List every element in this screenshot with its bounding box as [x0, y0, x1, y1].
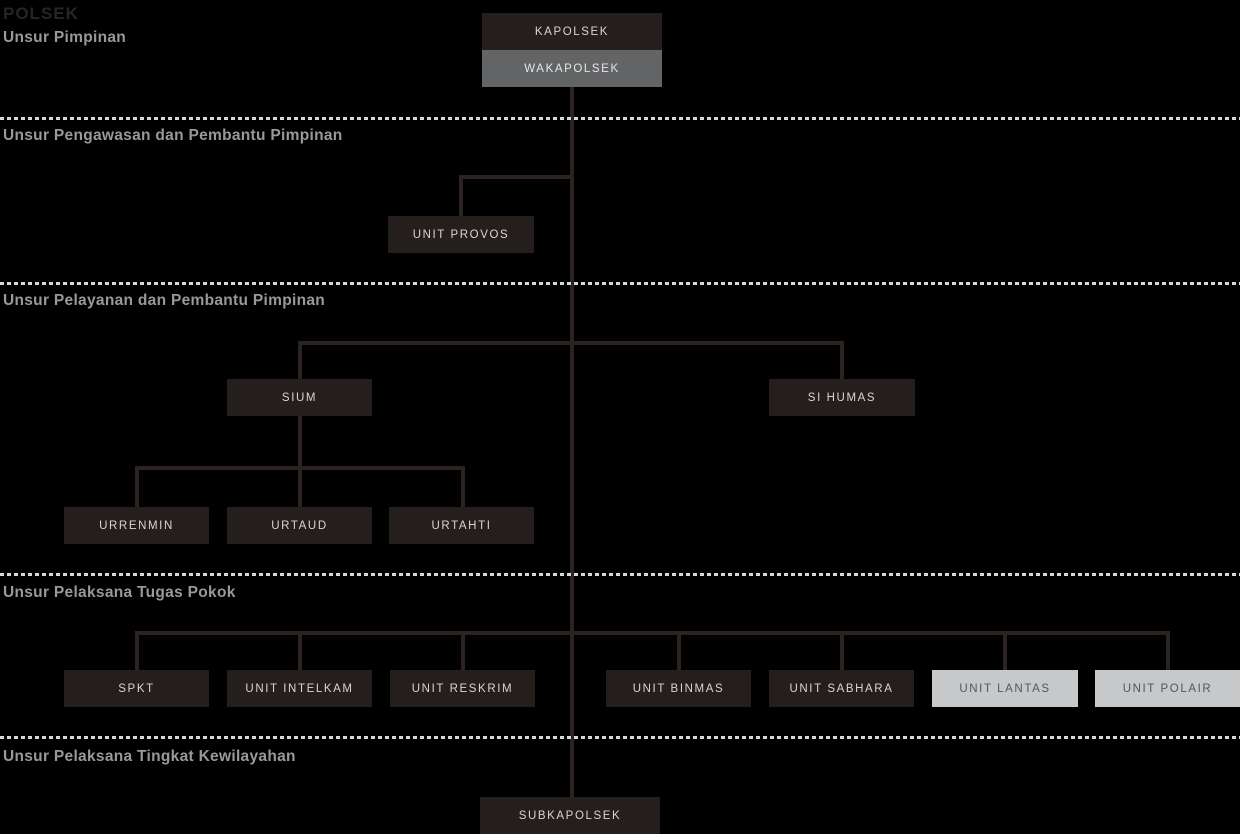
connector-reskrim-drop: [461, 631, 465, 670]
connector-units-horizontal: [135, 631, 1170, 635]
section-divider: [0, 736, 1240, 739]
connector-sium-children-stem: [298, 416, 302, 470]
org-node-urrenmin: URRENMIN: [64, 507, 209, 544]
org-node-urtahti: URTAHTI: [389, 507, 534, 544]
org-node-unit-binmas: UNIT BINMAS: [606, 670, 751, 707]
chart-title: POLSEK: [3, 4, 79, 23]
connector-main-trunk: [570, 87, 574, 797]
connector-sium-drop: [298, 341, 302, 379]
org-node-unit-intelkam: UNIT INTELKAM: [227, 670, 372, 707]
connector-urtahti-drop: [461, 466, 465, 507]
connector-sihumas-drop: [840, 341, 844, 379]
connector-provos-drop: [459, 175, 463, 216]
org-node-wakapolsek: WAKAPOLSEK: [482, 50, 662, 87]
org-node-sium: SIUM: [227, 379, 372, 416]
org-node-unit-provos: UNIT PROVOS: [388, 216, 534, 253]
org-node-unit-reskrim: UNIT RESKRIM: [390, 670, 535, 707]
section-heading-pimpinan: Unsur Pimpinan: [3, 29, 127, 46]
org-node-urtaud: URTAUD: [227, 507, 372, 544]
org-node-kapolsek: KAPOLSEK: [482, 13, 662, 50]
org-node-spkt: SPKT: [64, 670, 209, 707]
connector-polair-drop: [1166, 631, 1170, 670]
section-heading-pelaksana-pokok: Unsur Pelaksana Tugas Pokok: [3, 584, 236, 601]
connector-urtaud-drop: [298, 466, 302, 507]
connector-row3-horizontal: [298, 341, 844, 345]
section-heading-pelayanan: Unsur Pelayanan dan Pembantu Pimpinan: [3, 292, 326, 309]
org-node-unit-polair: UNIT POLAIR: [1095, 670, 1240, 707]
org-node-unit-sabhara: UNIT SABHARA: [769, 670, 914, 707]
org-node-subkapolsek: SUBKAPOLSEK: [480, 797, 660, 834]
connector-urrenmin-drop: [135, 466, 139, 507]
org-node-unit-lantas: UNIT LANTAS: [932, 670, 1078, 707]
section-heading-kewilayahan: Unsur Pelaksana Tingkat Kewilayahan: [3, 748, 296, 765]
connector-lantas-drop: [1003, 631, 1007, 670]
connector-provos-horizontal: [459, 175, 574, 179]
connector-intelkam-drop: [298, 631, 302, 670]
section-divider: [0, 282, 1240, 285]
section-divider: [0, 573, 1240, 576]
org-node-si-humas: SI HUMAS: [769, 379, 915, 416]
section-divider: [0, 117, 1240, 120]
connector-spkt-drop: [135, 631, 139, 670]
connector-binmas-drop: [677, 631, 681, 670]
section-heading-pengawasan: Unsur Pengawasan dan Pembantu Pimpinan: [3, 127, 343, 144]
connector-sabhara-drop: [840, 631, 844, 670]
